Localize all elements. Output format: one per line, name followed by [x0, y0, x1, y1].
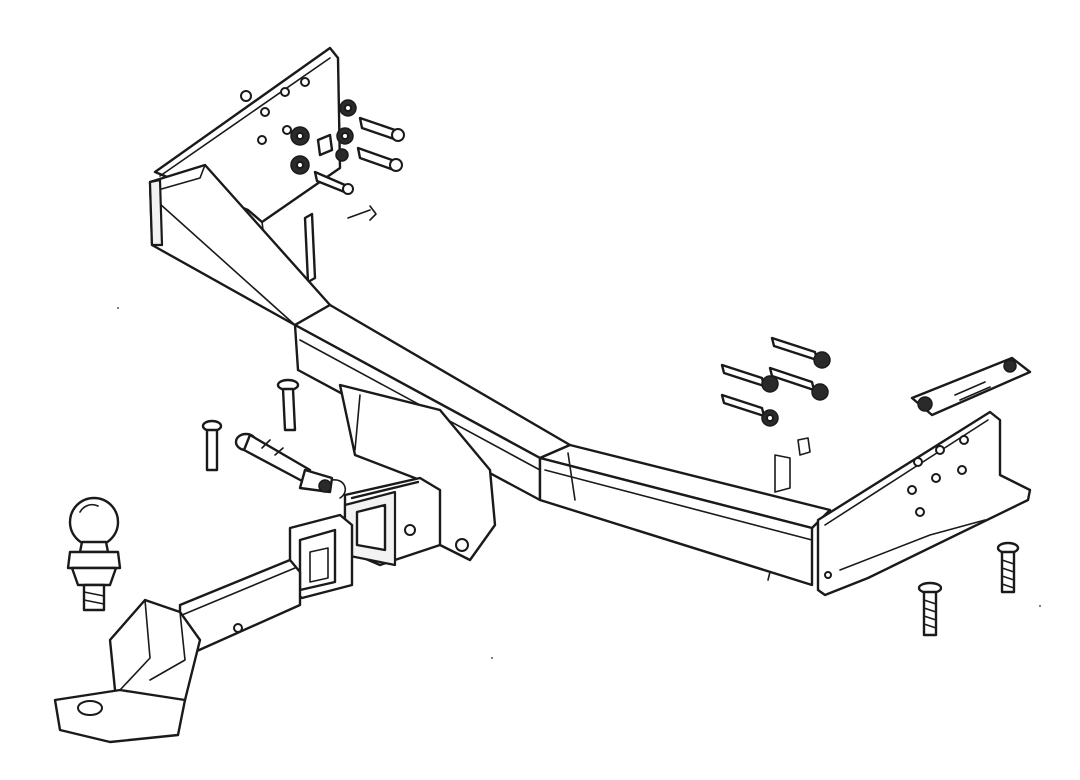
hitch-receiver [343, 476, 442, 567]
left-bolt-set [290, 99, 405, 284]
tow-bar-crossbar [148, 163, 832, 587]
ball-mount-drawbar [53, 513, 354, 744]
lower-right-bolts [917, 541, 1020, 637]
tow-ball-icon [66, 496, 122, 612]
hitch-pin [234, 432, 347, 499]
small-bolt-left [201, 378, 300, 472]
right-bolt-set [720, 336, 831, 581]
right-mounting-bracket [816, 356, 1032, 597]
